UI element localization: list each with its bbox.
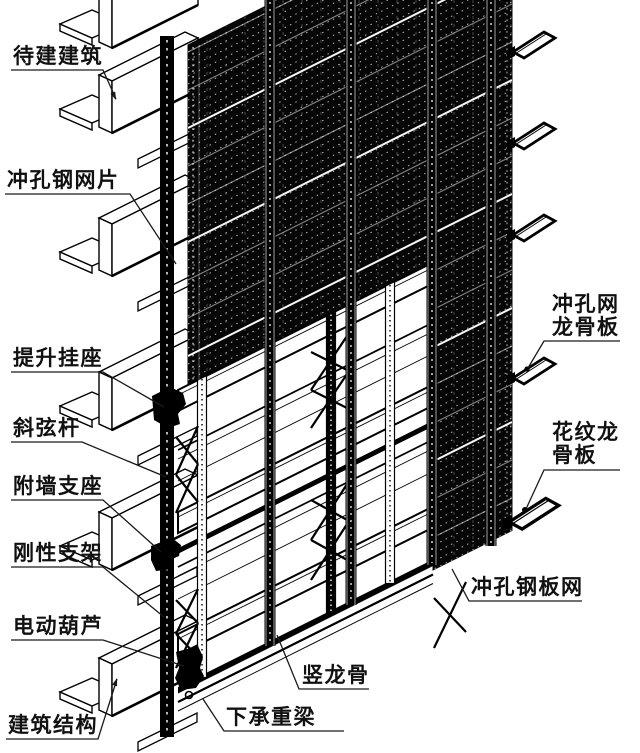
- label-chongkong-gangwangpian: 冲孔钢网片: [7, 168, 120, 192]
- leader-jianzhu-jiegou: [6, 678, 118, 740]
- label-fuqiang-zhizuo: 附墙支座: [13, 474, 103, 498]
- label-jianzhu-jiegou: 建筑结构: [8, 713, 98, 737]
- building-floor-slabs: [58, 0, 200, 753]
- vertical-keels: [192, 0, 508, 646]
- leader-chongkong-gangwangpian: [5, 193, 177, 265]
- leader-daijian-jianzhu: [11, 69, 117, 100]
- label-line: 龙骨板: [552, 315, 620, 339]
- leader-gangxing-zhijia: [11, 566, 165, 618]
- label-gangxing-zhijia: 刚性支架: [13, 541, 103, 565]
- label-shu-longgu: 竖龙骨: [302, 663, 370, 687]
- label-line: 骨板: [552, 443, 597, 467]
- leader-arrowhead: [110, 91, 116, 100]
- label-xia-chengzhongliang: 下承重梁: [226, 705, 316, 729]
- label-chongkong-gangbanwang: 冲孔钢板网: [471, 575, 584, 599]
- leader-fuqiang-zhizuo: [11, 499, 162, 553]
- guide-rail-mast: [151, 36, 204, 737]
- label-huawen-longguban: 花纹龙 骨板: [552, 421, 620, 467]
- label-line: 冲孔网: [552, 292, 620, 316]
- leader-diandong-hulu: [11, 639, 185, 667]
- label-diandong-hulu: 电动葫芦: [13, 614, 103, 638]
- leader-xia-chengzhongliang: [202, 698, 344, 732]
- leader-xiexiangan: [11, 441, 167, 478]
- label-chongkongwang-longguban: 冲孔网 龙骨板: [552, 293, 620, 339]
- leader-lines: [5, 69, 620, 740]
- label-tisheng-guazuo: 提升挂座: [13, 346, 103, 370]
- label-daijian-jianzhu: 待建建筑: [13, 44, 103, 68]
- leader-tisheng-guazuo: [11, 371, 165, 408]
- leader-huawen-longguban: [525, 469, 620, 510]
- leader-chongkongwang-longguban: [527, 340, 620, 369]
- leader-shu-longgu: [276, 634, 369, 690]
- leader-chongkong-gangbanwang: [451, 568, 582, 602]
- leader-arrowhead: [112, 678, 118, 687]
- keel-plate-brackets: [502, 30, 562, 532]
- label-line: 花纹龙: [552, 420, 620, 444]
- label-xiexiangan: 斜弦杆: [13, 416, 81, 440]
